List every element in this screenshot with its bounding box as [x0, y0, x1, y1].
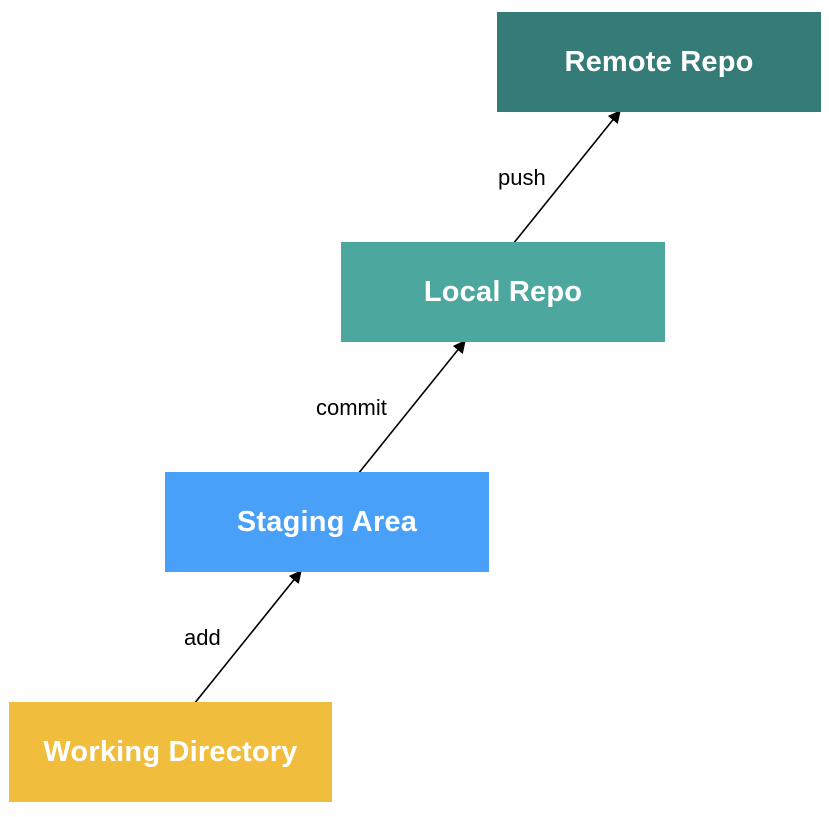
node-staging-area: Staging Area: [165, 472, 489, 572]
edge-label-push: push: [498, 165, 546, 190]
edge-label-add: add: [184, 625, 221, 650]
edge-label-commit: commit: [316, 395, 387, 420]
node-working-directory-label: Working Directory: [43, 735, 298, 768]
node-staging-area-label: Staging Area: [236, 505, 418, 538]
arrow-commit: [357, 340, 466, 475]
node-remote-repo-label: Remote Repo: [564, 45, 754, 78]
arrow-add: [193, 570, 302, 705]
node-local-repo: Local Repo: [341, 242, 665, 342]
node-local-repo-label: Local Repo: [423, 275, 583, 308]
node-remote-repo: Remote Repo: [497, 12, 821, 112]
arrow-push: [512, 110, 621, 245]
node-working-directory: Working Directory: [9, 702, 332, 802]
